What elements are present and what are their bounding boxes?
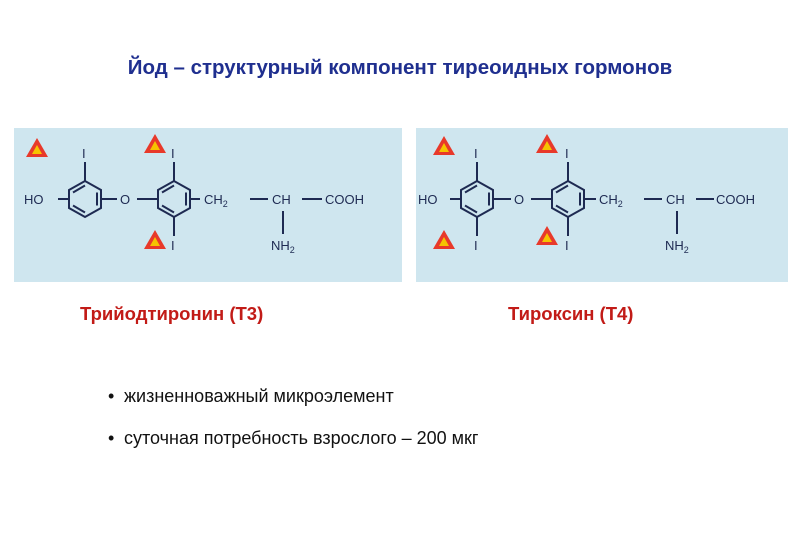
cooh-label: COOH (716, 192, 755, 207)
nh2-label: NH2 (271, 238, 295, 255)
ch2-label: CH2 (599, 192, 623, 209)
ch-label: CH (272, 192, 291, 207)
structure-t4: HO O I I I I CH2 CH COOH NH2 (418, 134, 755, 255)
structure-panel-t4: HO O I I I I CH2 CH COOH NH2 (416, 128, 788, 282)
bullet-item: • жизненноважный микроэлемент (108, 382, 478, 410)
structure-t3: HO O I I I CH2 CH COOH NH2 (24, 134, 364, 255)
iodine-label: I (171, 238, 175, 253)
ch-label: CH (666, 192, 685, 207)
iodine-marker-icon (433, 230, 455, 249)
iodine-label: I (565, 146, 569, 161)
ho-label: HO (24, 192, 44, 207)
bullet-list: • жизненноважный микроэлемент • суточная п… (108, 382, 478, 466)
iodine-marker-icon (433, 136, 455, 155)
bullet-icon: • (108, 386, 115, 406)
iodine-marker-icon (144, 134, 166, 153)
bullet-icon: • (108, 428, 115, 448)
ether-oxygen-label: O (120, 192, 130, 207)
iodine-marker-icon (26, 138, 48, 157)
bullet-item: • суточная потребность взрослого – 200 мк… (108, 424, 478, 452)
iodine-marker-icon (536, 226, 558, 245)
cooh-label: COOH (325, 192, 364, 207)
iodine-label: I (82, 146, 86, 161)
bullet-text: жизненноважный микроэлемент (124, 386, 394, 406)
ho-label: HO (418, 192, 438, 207)
iodine-label: I (474, 238, 478, 253)
slide-title: Йод – структурный компонент тиреоидных г… (127, 56, 673, 79)
ch2-label: CH2 (204, 192, 228, 209)
compound-name-t3: Трийодтиронин (Т3) (80, 303, 264, 324)
compound-name-t4: Тироксин (Т4) (508, 303, 634, 324)
nh2-label: NH2 (665, 238, 689, 255)
ether-oxygen-label: O (514, 192, 524, 207)
iodine-marker-icon (536, 134, 558, 153)
iodine-label: I (565, 238, 569, 253)
iodine-label: I (171, 146, 175, 161)
bullet-text: суточная потребность взрослого – 200 мкг (124, 428, 479, 448)
iodine-label: I (474, 146, 478, 161)
iodine-marker-icon (144, 230, 166, 249)
structure-panel-t3: HO O I I I CH2 CH COOH NH2 (14, 128, 402, 282)
